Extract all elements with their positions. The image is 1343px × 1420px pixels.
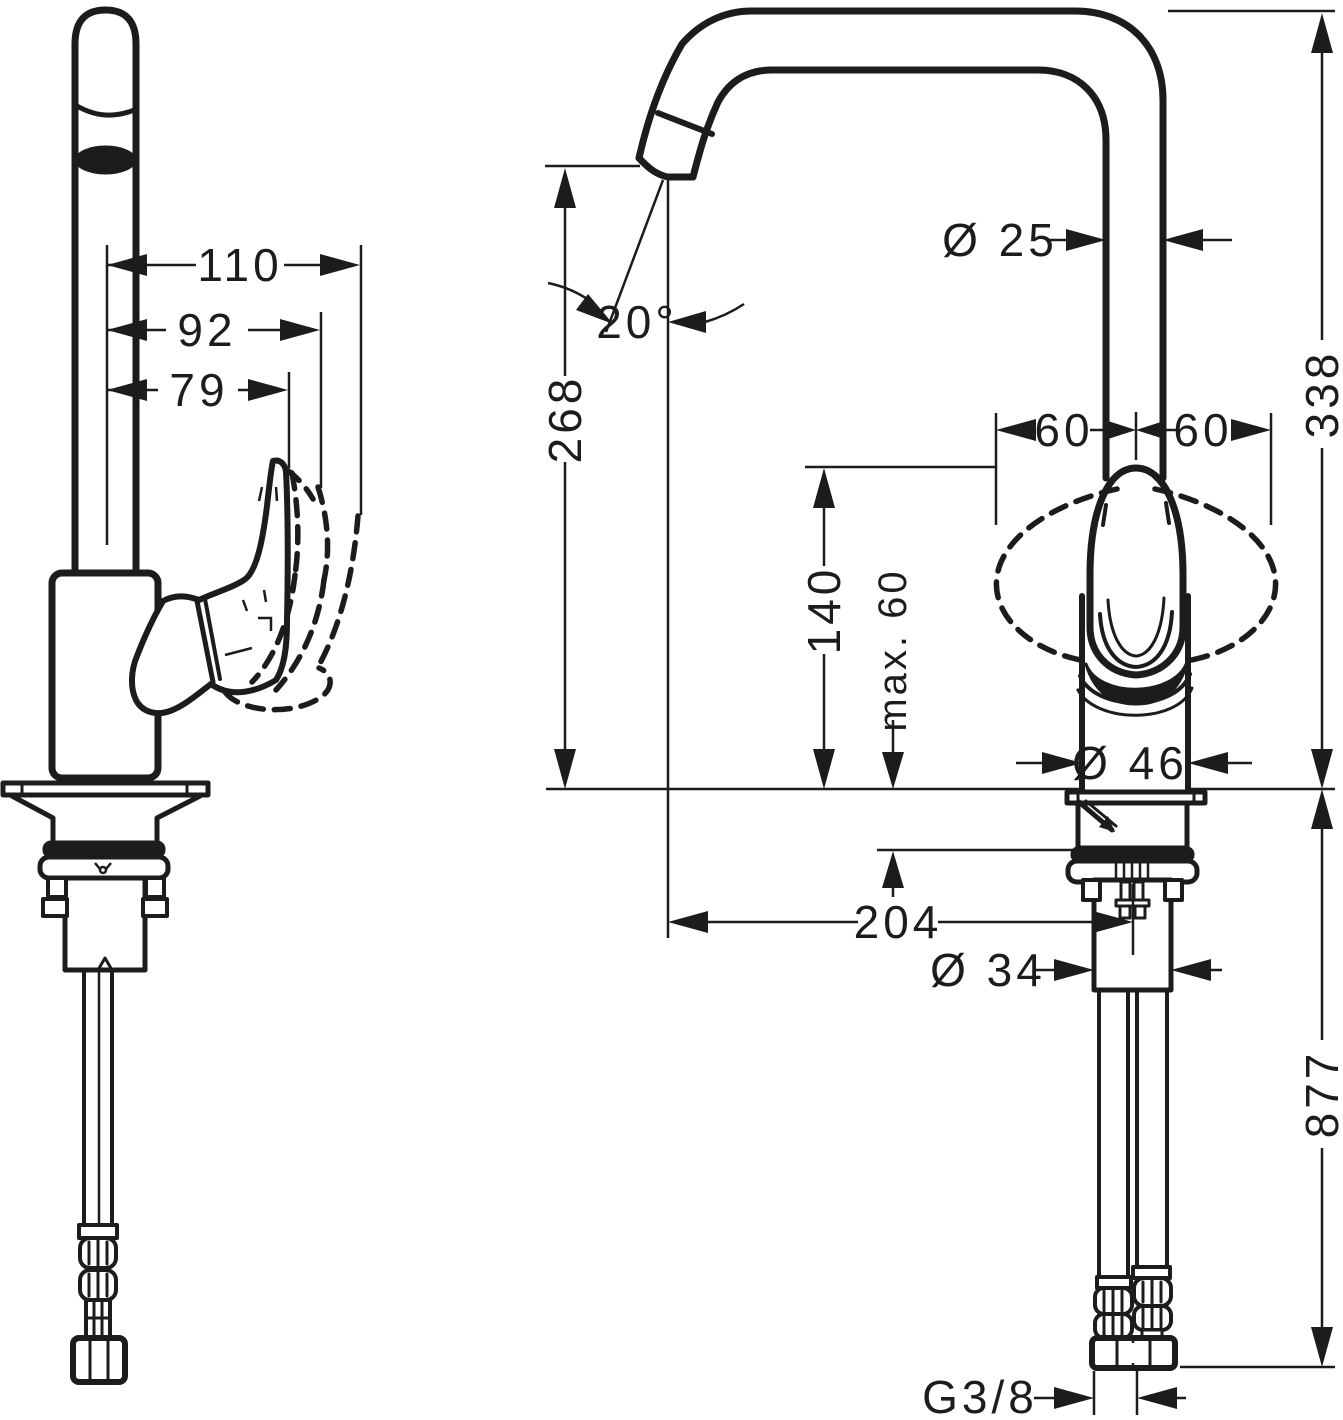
handle-front-inner-u2 [1106,596,1166,658]
dim-max60: max. 60 [871,568,915,731]
washer-center [98,865,108,875]
handle-front-inner-u [1098,610,1174,669]
body-walls [1079,593,1191,792]
shank-tab-front-right [1163,878,1184,902]
spout-tip [635,154,697,181]
handle-joint-arc2 [1076,686,1194,717]
dim-79: 79 [169,364,228,416]
hose-right-walls [1135,988,1169,1269]
spout-pipe [71,6,140,584]
handle-swing-dashed [222,467,361,713]
handle-seam-2 [203,597,222,681]
shank-tab-front-left [1081,878,1102,902]
shank-tab-right [144,876,166,899]
handle-seam [194,598,216,685]
dim-338: 338 [1296,350,1343,439]
left-side-view: 110 92 79 [0,6,363,1385]
dim-g38: G3/8 [922,1371,1038,1420]
hose-nut [70,1335,128,1385]
dim-20deg: 20° [596,296,678,348]
dim-877: 877 [1296,1050,1343,1139]
shank-tab2-right [141,897,169,918]
handle-detail-lines [224,486,279,657]
angle-line [604,179,665,333]
handle-swivel-dashed [993,486,1279,664]
aerator [75,145,136,175]
hose-nut-front-facets [1115,1336,1152,1370]
hose-left-walls [1097,988,1130,1279]
handle-front [1086,464,1187,679]
dim-60-left: 60 [1034,404,1093,456]
spout-cap-band [655,110,715,137]
mounting-shank [62,875,148,973]
dim-60-right: 60 [1173,404,1232,456]
spout-outer [635,7,1167,482]
spout-collar-line [74,103,137,118]
base-plate [0,780,211,798]
dim-92: 92 [177,304,236,356]
right-front-view: 268 20° Ø 25 60 60 338 [539,7,1343,1420]
supply-hose [82,968,114,1227]
base-skirt [9,793,203,845]
clamp-arrowhead [1099,816,1115,832]
hose-braid [78,1236,118,1302]
shank-tab-left [46,876,68,899]
washer-marks [94,862,112,870]
hose-nut-facets [88,1336,110,1384]
shank-notch [96,956,114,972]
left-view-dimensions: 110 92 79 [105,239,363,545]
dim-204: 204 [854,896,943,948]
hose-braids-front [1093,1276,1173,1341]
shank-tab2-left [41,897,69,918]
hose-neck-ribs [84,1298,112,1340]
dim-dia46: Ø 46 [1072,737,1188,789]
washer-texture [1114,863,1150,879]
handle-front-ticks [1101,501,1171,527]
dim-dia34: Ø 34 [930,944,1046,996]
clamp-screw-2 [1084,799,1118,828]
right-view-dimensions: 268 20° Ø 25 60 60 338 [539,9,1343,1420]
handle-joint-arc [1078,672,1192,705]
dim-268: 268 [539,375,591,464]
dim-140: 140 [798,566,850,655]
base-plate-ticks [20,781,189,797]
dim-110: 110 [197,239,282,291]
dim-dia25: Ø 25 [942,214,1058,266]
